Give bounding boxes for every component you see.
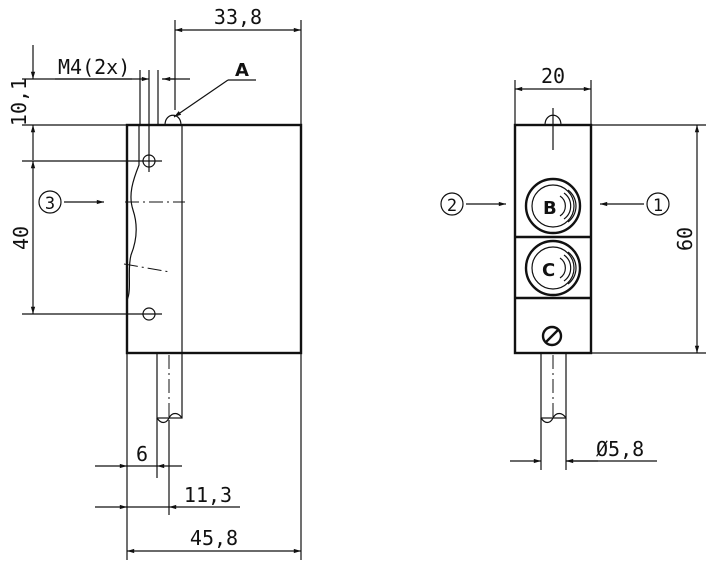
led-b: B <box>524 177 582 235</box>
dim-front-width: 20 <box>541 64 565 88</box>
dim-hole-spacing: 40 <box>9 226 33 250</box>
dim-total-width: 45,8 <box>190 526 238 550</box>
side-housing <box>125 123 303 355</box>
dim-front-height: 60 <box>673 227 697 251</box>
front-housing <box>513 123 593 355</box>
direction-2-circle <box>440 192 464 216</box>
direction-2-label: 2 <box>447 196 457 216</box>
callout-a-leader <box>173 79 229 118</box>
dim-cable-offset: 6 <box>136 442 148 466</box>
dim-top-width: 33,8 <box>214 5 262 29</box>
dim-top-offset: 10,1 <box>7 78 31 126</box>
breakout-line <box>126 125 140 301</box>
direction-3-circle <box>38 190 62 214</box>
side-view: 33,8 M4(2x) A 10,1 40 3 6 <box>7 5 303 560</box>
dim-thread: M4(2x) <box>58 55 130 79</box>
front-screw <box>541 325 563 347</box>
direction-3-label: 3 <box>45 194 55 214</box>
led-b-label: B <box>543 198 557 219</box>
led-c-label: C <box>542 260 555 281</box>
led-c: C <box>524 239 582 297</box>
callout-a: A <box>235 60 249 81</box>
dim-cable-dia: Ø5,8 <box>596 437 644 461</box>
direction-1-circle <box>646 192 670 216</box>
top-hole-A <box>164 114 182 126</box>
direction-1-label: 1 <box>653 196 663 216</box>
front-view: B C 20 60 2 1 <box>440 64 706 470</box>
dim-cable-pos: 11,3 <box>184 483 232 507</box>
